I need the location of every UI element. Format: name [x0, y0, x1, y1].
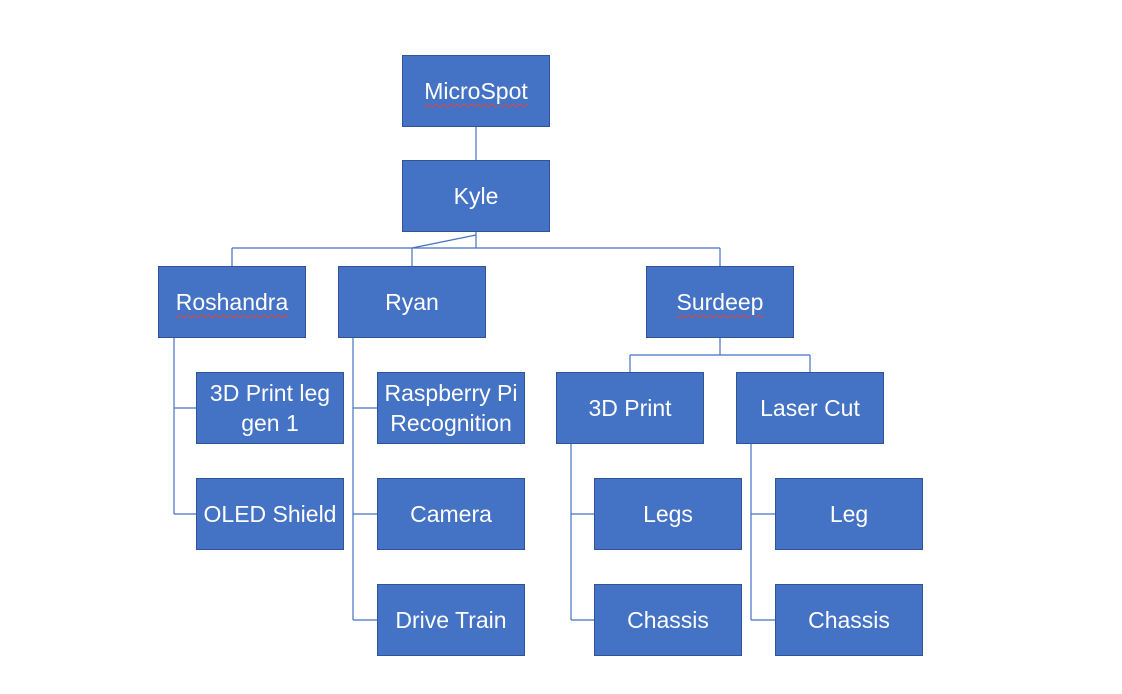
node-label: 3D Print leg gen 1: [209, 380, 331, 436]
node-label: Surdeep: [676, 289, 764, 315]
node-chassis-laser[interactable]: Chassis: [775, 584, 923, 656]
node-label: Leg: [829, 501, 869, 527]
node-legs[interactable]: Legs: [594, 478, 742, 550]
node-microspot[interactable]: MicroSpot: [402, 55, 550, 127]
node-laser-cut[interactable]: Laser Cut: [736, 372, 884, 444]
node-ryan[interactable]: Ryan: [338, 266, 486, 338]
node-kyle[interactable]: Kyle: [402, 160, 550, 232]
connector-to-ryan-diag: [411, 234, 477, 249]
node-leg-laser[interactable]: Leg: [775, 478, 923, 550]
node-label: OLED Shield: [203, 501, 337, 527]
node-label: Drive Train: [395, 607, 507, 633]
node-label: Chassis: [808, 607, 890, 633]
node-chassis-print[interactable]: Chassis: [594, 584, 742, 656]
node-3d-print[interactable]: 3D Print: [556, 372, 704, 444]
node-raspberry-pi-recognition[interactable]: Raspberry Pi Recognition: [377, 372, 525, 444]
node-3d-print-leg-gen-1[interactable]: 3D Print leg gen 1: [196, 372, 344, 444]
node-drive-train[interactable]: Drive Train: [377, 584, 525, 656]
node-camera[interactable]: Camera: [377, 478, 525, 550]
node-surdeep[interactable]: Surdeep: [646, 266, 794, 338]
node-label: 3D Print: [588, 395, 672, 421]
node-roshandra[interactable]: Roshandra: [158, 266, 306, 338]
node-label: Chassis: [627, 607, 709, 633]
node-label: Camera: [410, 501, 492, 527]
node-label: Laser Cut: [760, 395, 860, 421]
node-label: Ryan: [385, 289, 439, 315]
node-oled-shield[interactable]: OLED Shield: [196, 478, 344, 550]
node-label: Raspberry Pi Recognition: [384, 380, 518, 436]
node-label: Kyle: [453, 183, 499, 209]
node-label: Legs: [643, 501, 693, 527]
node-label: MicroSpot: [424, 78, 528, 104]
node-label: Roshandra: [175, 289, 289, 315]
